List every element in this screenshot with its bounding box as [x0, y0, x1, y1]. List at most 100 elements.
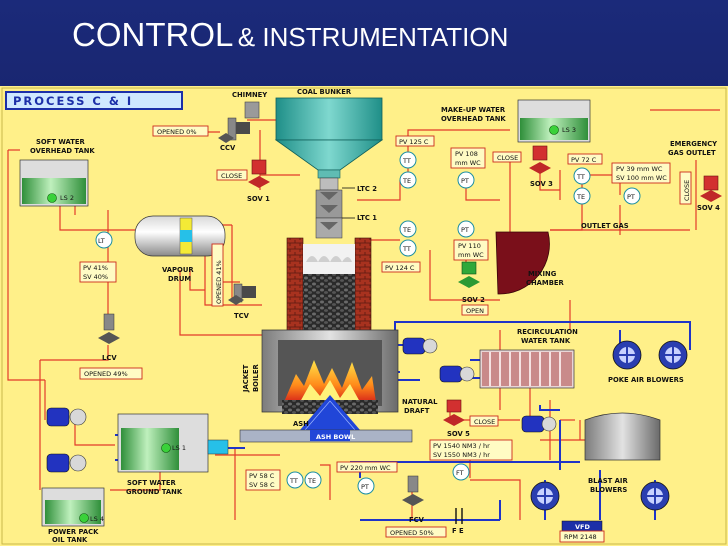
fe-label: F E	[452, 527, 464, 535]
emergency-label-1: EMERGENCY	[670, 140, 717, 148]
makeup-water-tank: MAKE-UP WATER OVERHEAD TANK LS 3	[441, 99, 591, 143]
ash-bowl-label: ASH BOWL	[316, 433, 355, 441]
blower-icon[interactable]	[612, 340, 642, 370]
power-pack-label-2: OIL TANK	[52, 536, 88, 544]
pt-instrument-bottom[interactable]: PT	[357, 477, 375, 495]
lt-label: LT	[98, 237, 105, 245]
poke-air-blowers: POKE AIR BLOWERS	[608, 340, 688, 384]
pv110-text-1: PV 110	[458, 242, 481, 250]
sov1-readout: CLOSE	[216, 169, 248, 181]
blower-icon[interactable]	[530, 481, 560, 511]
pt-instrument-right[interactable]: PT	[623, 187, 641, 205]
title-main: CONTROL	[72, 16, 234, 53]
pv110-text-2: mm WC	[458, 251, 484, 259]
tt-instrument-right[interactable]: TT	[573, 167, 591, 185]
process-header: PROCESS C & I	[5, 91, 183, 110]
pump-icon[interactable]	[521, 415, 557, 433]
pv125-text: PV 125 C	[399, 138, 429, 146]
process-header-label: PROCESS C & I	[13, 94, 133, 108]
mixing-label-1: MIXING	[528, 270, 557, 278]
pt-label-mid: PT	[461, 226, 469, 234]
pump-icon[interactable]	[46, 407, 87, 427]
ft-label: FT	[456, 469, 464, 477]
lt-instrument[interactable]: LT	[95, 231, 113, 249]
tcv-valve[interactable]: TCV	[228, 283, 256, 320]
pv39-readout: PV 39 mm WC SV 100 mm WC	[611, 162, 671, 184]
fcv-label: FCV	[409, 516, 425, 524]
sov1-valve[interactable]: SOV 1	[247, 159, 270, 203]
sov3-label: SOV 3	[530, 180, 553, 188]
power-pack-label-1: POWER PACK	[48, 528, 99, 536]
te-label-mid: TE	[402, 226, 411, 234]
ls1-label: LS 1	[172, 444, 186, 452]
chimney-label: CHIMNEY	[232, 91, 267, 99]
natural-label-1: NATURAL	[402, 398, 438, 406]
pt-label-right: PT	[627, 193, 635, 201]
pv39-text: PV 39 mm WC	[616, 165, 663, 173]
sov5-readout-text: CLOSE	[474, 418, 495, 426]
recirc-label-2: WATER TANK	[521, 337, 571, 345]
pump-icon[interactable]	[46, 453, 87, 473]
sov4-readout-text: CLOSE	[683, 180, 691, 201]
pump-icon[interactable]	[402, 337, 438, 355]
sov5-label: SOV 5	[447, 430, 470, 438]
blower-icon[interactable]	[658, 340, 688, 370]
fe-element: F E	[452, 508, 464, 535]
tt-instrument-top[interactable]: TT	[399, 151, 417, 169]
te-instrument-top[interactable]: TE	[399, 171, 417, 189]
pt-instrument-top[interactable]: PT	[457, 171, 475, 189]
sov3-valve[interactable]: SOV 3	[529, 145, 553, 188]
tcv-readout-text: OPENED 41%	[215, 260, 223, 304]
te-instrument-mid[interactable]: TE	[399, 220, 417, 238]
natural-label-2: DRAFT	[404, 407, 430, 415]
fcv-valve[interactable]: FCV	[402, 475, 425, 524]
pv108-text-1: PV 108	[455, 150, 478, 158]
vapour-label-1: VAPOUR	[162, 266, 194, 274]
sov4-label: SOV 4	[697, 204, 720, 212]
te-instrument-bottom[interactable]: TE	[304, 471, 322, 489]
ls4-label: LS 4	[90, 515, 104, 523]
pv108-text-2: mm WC	[455, 159, 481, 167]
ltc1-label: LTC 1	[357, 214, 377, 222]
vfd-label: VFD	[575, 523, 590, 531]
soft-ground-label-2: GROUND TANK	[126, 488, 183, 496]
vapour-drum: VAPOUR DRUM	[134, 215, 226, 283]
lcv-valve[interactable]: LCV	[98, 313, 120, 362]
pv125-readout: PV 125 C	[395, 135, 435, 147]
outlet-gas-label: OUTLET GAS	[581, 222, 629, 230]
blast-air-blowers: BLAST AIR BLOWERS	[530, 477, 670, 511]
makeup-label-2: OVERHEAD TANK	[441, 115, 506, 123]
pv58-text: PV 58 C	[249, 472, 275, 480]
sov2-label: SOV 2	[462, 296, 485, 304]
furnace: ASH BOWL ASH JACKET BOILER NATURAL DRAFT	[239, 237, 438, 443]
storage-tank	[584, 412, 661, 461]
ccv-valve[interactable]: CCV	[218, 117, 250, 152]
slide-title: CONTROL & INSTRUMENTATION	[72, 16, 508, 54]
ft-instrument[interactable]: FT	[452, 463, 470, 481]
sov5-readout: CLOSE	[469, 415, 499, 427]
te-label-right: TE	[576, 193, 585, 201]
te-label-bottom: TE	[307, 477, 316, 485]
sov5-valve[interactable]: SOV 5	[443, 399, 470, 438]
pump-icon[interactable]	[439, 365, 475, 383]
sv1550-text: SV 1550 NM3 / hr	[433, 451, 490, 459]
pt-instrument-mid[interactable]: PT	[457, 220, 475, 238]
blower-icon[interactable]	[640, 481, 670, 511]
tt-instrument-bottom[interactable]: TT	[286, 471, 304, 489]
te-label-top: TE	[402, 177, 411, 185]
coal-bunker: COAL BUNKER	[274, 88, 384, 179]
sov4-valve[interactable]: SOV 4	[697, 175, 722, 212]
pv72-text: PV 72 C	[571, 156, 597, 164]
tt-label-top: TT	[402, 157, 411, 165]
emergency-gas-outlet: EMERGENCY GAS OUTLET	[668, 140, 717, 157]
coal-bunker-label: COAL BUNKER	[297, 88, 352, 96]
pv58-readout: PV 58 C SV 58 C	[245, 469, 281, 491]
sov2-valve[interactable]: SOV 2	[458, 261, 485, 304]
te-instrument-right[interactable]: TE	[573, 187, 591, 205]
pt-label-bottom: PT	[361, 483, 369, 491]
ccv-readout: OPENED 0%	[152, 125, 209, 137]
tt-instrument-mid[interactable]: TT	[399, 239, 417, 257]
tt-label-mid: TT	[402, 245, 411, 253]
pv1540-text: PV 1540 NM3 / hr	[433, 442, 490, 450]
